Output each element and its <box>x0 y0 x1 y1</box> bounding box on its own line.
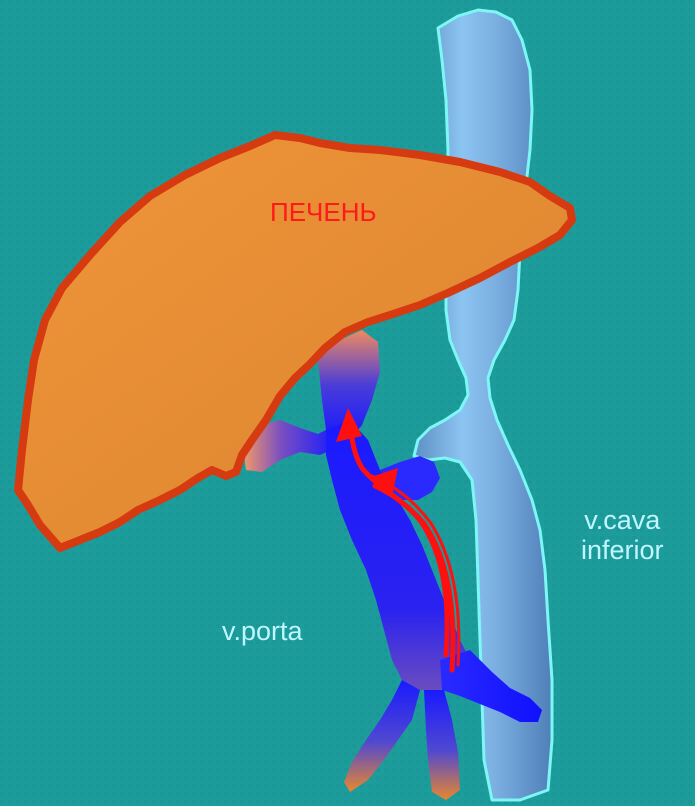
portal-vein-label: v.porta <box>222 617 303 647</box>
vena-cava-label-line2: inferior <box>581 536 664 566</box>
liver-label: ПЕЧЕНЬ <box>270 198 377 227</box>
vena-cava-label-line1: v.cava <box>581 506 664 536</box>
vena-cava-label: v.cava inferior <box>581 506 664 565</box>
